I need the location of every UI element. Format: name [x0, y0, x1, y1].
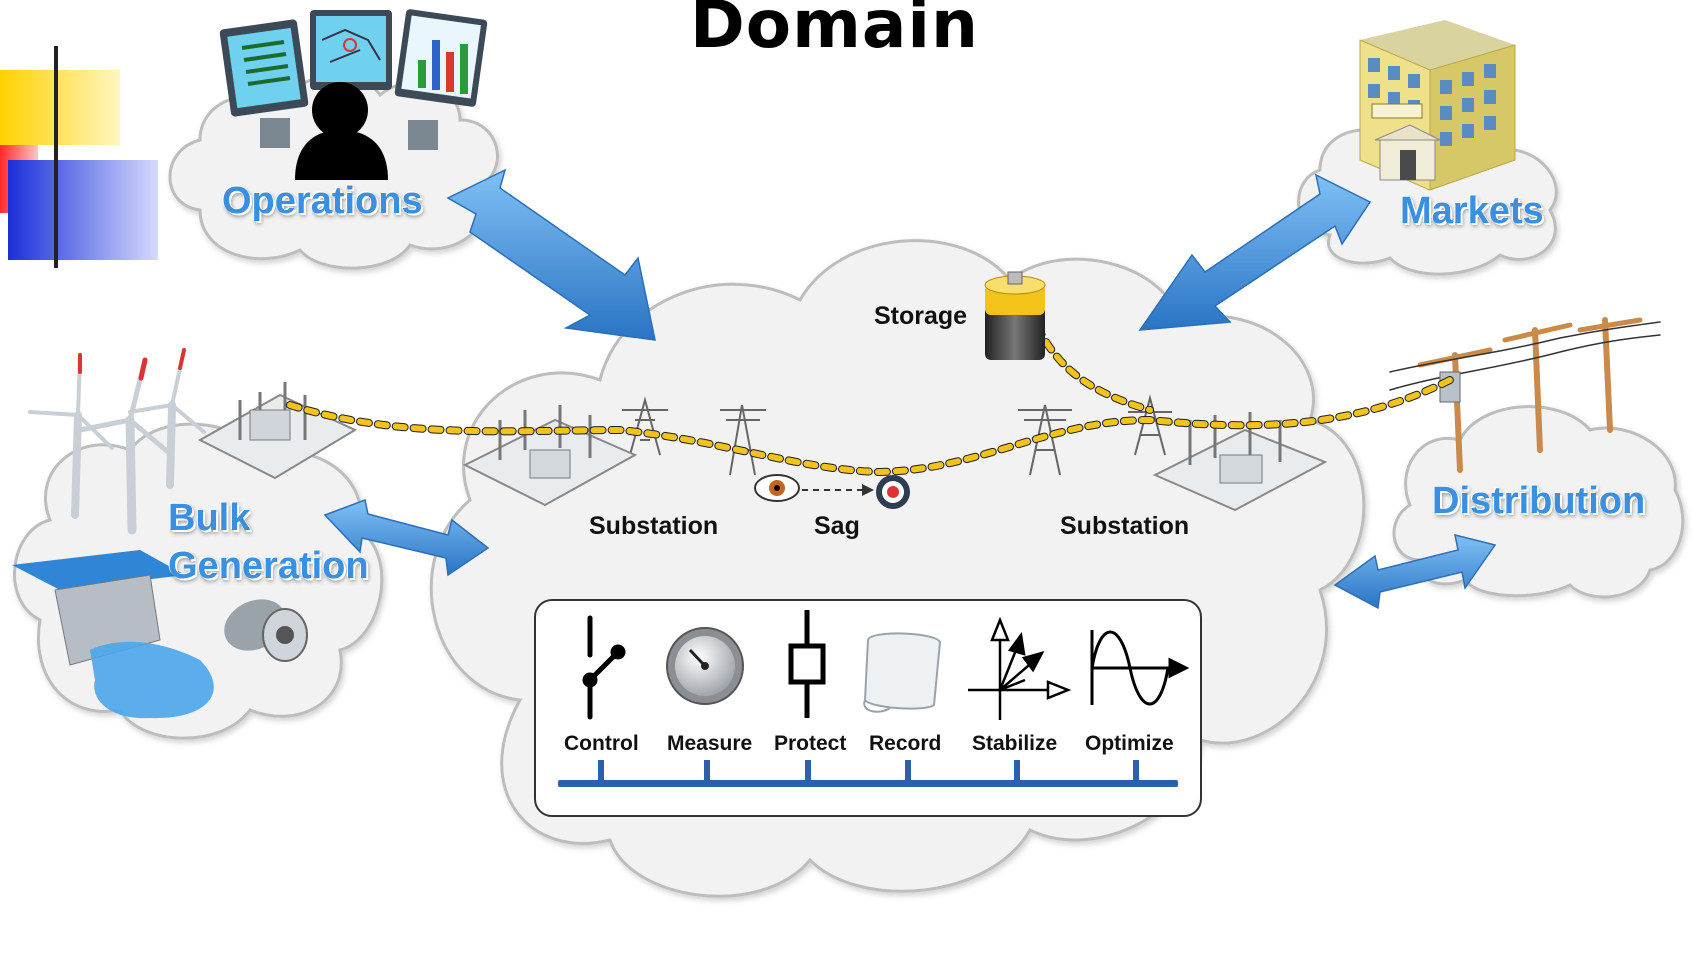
function-label-stabilize: Stabilize — [972, 732, 1058, 755]
page-title: Domain — [690, 0, 980, 63]
substation-left-label: Substation — [589, 512, 719, 540]
distribution-pole-icons — [1389, 317, 1661, 473]
market-building-icon — [1359, 20, 1516, 191]
function-label-control: Control — [564, 732, 639, 755]
gas-turbine-icon — [224, 599, 308, 662]
bulk-generation-label-line1: Bulk — [168, 497, 251, 539]
distribution-exchange-arrow — [1333, 533, 1497, 610]
function-label-protect: Protect — [774, 732, 847, 755]
function-label-record: Record — [869, 732, 942, 755]
sag-target-icon — [876, 475, 910, 509]
substation-right-label: Substation — [1060, 512, 1190, 540]
bulk-generation-label-line2: Generation — [168, 545, 369, 587]
sag-label: Sag — [814, 512, 860, 540]
substation-right-icon — [1152, 412, 1328, 512]
markets-exchange-arrow — [1138, 173, 1372, 331]
operations-label: Operations — [222, 180, 423, 222]
hydro-dam-icon — [12, 550, 214, 719]
sag-monitor-eye-icon — [754, 474, 874, 502]
storage-label: Storage — [874, 302, 968, 330]
storage-battery-icon — [984, 271, 1046, 360]
bulk-generation-exchange-arrow — [323, 498, 490, 577]
operator-workstation-icon — [219, 9, 488, 180]
wind-turbine-icons — [28, 348, 206, 535]
function-label-measure: Measure — [667, 732, 753, 755]
function-label-optimize: Optimize — [1085, 732, 1174, 755]
operations-exchange-arrow — [446, 168, 656, 341]
distribution-label: Distribution — [1432, 480, 1646, 522]
grid-functions-panel — [534, 599, 1202, 817]
markets-label: Markets — [1400, 190, 1544, 232]
